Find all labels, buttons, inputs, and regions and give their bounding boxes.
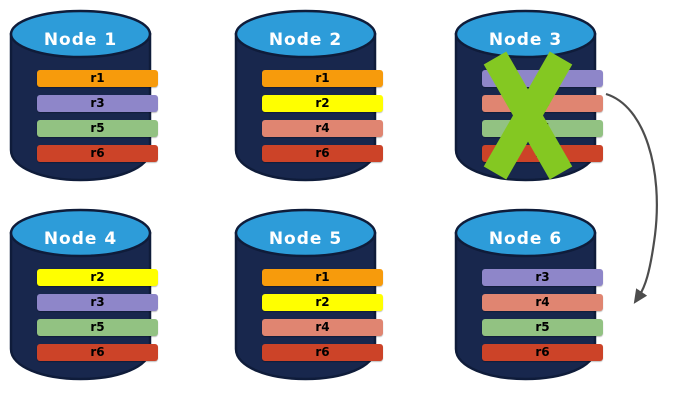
record-bar[interactable]: r2 <box>37 269 158 286</box>
record-list: r3 r4 r5 r6 <box>482 269 603 369</box>
record-bar[interactable]: r6 <box>37 344 158 361</box>
record-bar[interactable]: r6 <box>37 145 158 162</box>
record-bar[interactable]: r4 <box>262 319 383 336</box>
record-bar[interactable]: r4 <box>482 294 603 311</box>
record-bar[interactable]: r2 <box>262 294 383 311</box>
record-bar[interactable]: r6 <box>262 145 383 162</box>
record-bar[interactable]: r6 <box>482 344 603 361</box>
record-bar[interactable]: r3 <box>37 95 158 112</box>
record-list: r2 r3 r5 r6 <box>37 269 158 369</box>
record-bar[interactable]: r3 <box>482 269 603 286</box>
record-bar[interactable]: r4 <box>262 120 383 137</box>
record-bar[interactable]: r4 <box>482 95 603 112</box>
record-bar[interactable]: r5 <box>482 120 603 137</box>
record-bar[interactable]: r6 <box>482 145 603 162</box>
record-bar[interactable]: r6 <box>262 344 383 361</box>
record-list: r1 r3 r5 r6 <box>37 70 158 170</box>
record-bar[interactable]: r3 <box>482 70 603 87</box>
record-list: r1 r2 r4 r6 <box>262 269 383 369</box>
record-list: r3 r4 r5 r6 <box>482 70 603 170</box>
recovery-arrow-path <box>605 92 658 304</box>
record-bar[interactable]: r2 <box>262 95 383 112</box>
record-bar[interactable]: r1 <box>37 70 158 87</box>
record-list: r1 r2 r4 r6 <box>262 70 383 170</box>
record-bar[interactable]: r5 <box>482 319 603 336</box>
record-bar[interactable]: r5 <box>37 120 158 137</box>
record-bar[interactable]: r1 <box>262 269 383 286</box>
record-bar[interactable]: r5 <box>37 319 158 336</box>
record-bar[interactable]: r3 <box>37 294 158 311</box>
record-bar[interactable]: r1 <box>262 70 383 87</box>
